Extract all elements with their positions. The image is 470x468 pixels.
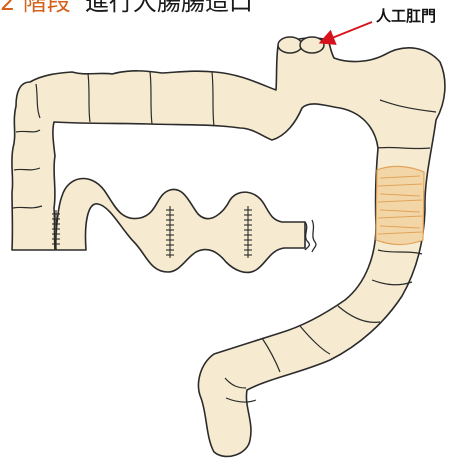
small-intestine [56, 179, 305, 273]
intestine-cut-edge [312, 220, 316, 252]
anastomosis-band [376, 166, 424, 244]
stoma-arrow [322, 22, 372, 42]
